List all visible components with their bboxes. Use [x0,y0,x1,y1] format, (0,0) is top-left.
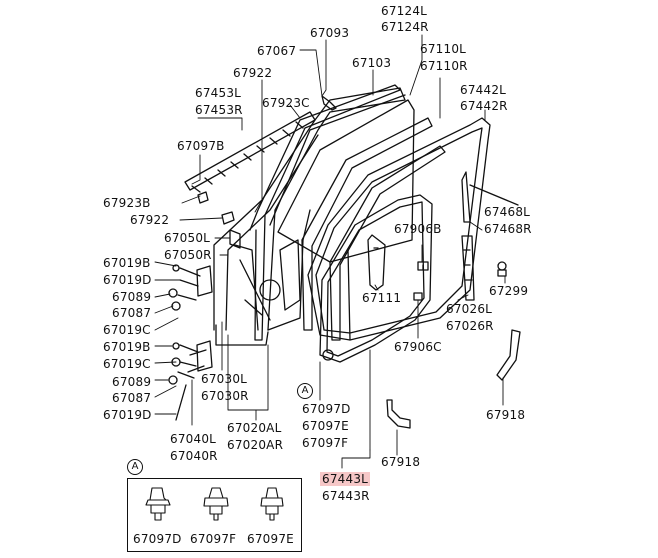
label-67124R: 67124R [381,20,429,34]
label-67019C-upper: 67019C [103,323,151,337]
label-67442R: 67442R [460,99,508,113]
label-67923B: 67923B [103,196,151,210]
label-67906B: 67906B [394,222,442,236]
label-67918-right: 67918 [486,408,526,422]
detail-label-67097D: 67097D [133,532,182,546]
belt-molding-drawing [184,111,316,193]
label-67026L: 67026L [446,302,493,316]
label-67019D-lower: 67019D [103,408,152,422]
label-67468R: 67468R [484,222,532,236]
label-67040R: 67040R [170,449,218,463]
label-67111: 67111 [362,291,402,305]
label-67020AR: 67020AR [227,438,284,452]
label-67020AL: 67020AL [227,421,282,435]
label-67923C: 67923C [262,96,310,110]
label-67453L: 67453L [195,86,242,100]
clip-67097E-drawing [260,487,284,521]
label-67468L: 67468L [484,205,531,219]
door-frame-drawing [213,87,406,346]
label-67087-lower: 67087 [112,391,152,405]
label-67918-lower: 67918 [381,455,421,469]
label-67097F: 67097F [302,436,349,450]
detail-label-67097E: 67097E [247,532,294,546]
label-67050R: 67050R [164,248,212,262]
bolt-67093-drawing [321,95,337,111]
lower-channel-drawing [367,234,386,291]
seal-strip-drawing [386,329,521,429]
hinge-drawings [168,191,241,421]
label-67906C: 67906C [394,340,442,354]
highlighted-part-67443L: 67443L [320,472,371,486]
detail-label-67097F: 67097F [190,532,237,546]
label-67097B: 67097B [177,139,225,153]
detail-marker-a: A [127,459,143,475]
label-67019C-lower: 67019C [103,357,151,371]
label-67922-upper: 67922 [233,66,273,80]
label-67019B-lower: 67019B [103,340,151,354]
label-67443L: 67443L [320,472,371,486]
weatherstrip-outer-drawing [307,117,491,341]
detail-inset [127,478,302,552]
weatherstrip-opening-drawing [319,194,433,363]
label-67089-upper: 67089 [112,290,152,304]
label-67019B-upper: 67019B [103,256,151,270]
label-67110L: 67110L [420,42,467,56]
clip-67097F-drawing [203,487,229,521]
label-67067: 67067 [257,44,297,58]
detail-clip-drawings [145,487,284,521]
label-67040L: 67040L [170,432,217,446]
pad-drawings [413,261,429,301]
label-67124L: 67124L [381,4,428,18]
division-channel-drawing [329,145,446,341]
label-67026R: 67026R [446,319,494,333]
label-67299: 67299 [489,284,529,298]
label-67453R: 67453R [195,103,243,117]
label-67030R: 67030R [201,389,249,403]
glass-run-drawing [249,84,406,341]
sash-drawing [301,117,433,331]
label-67019D-upper: 67019D [103,273,152,287]
bolt-67299-drawing [497,261,507,277]
label-67030L: 67030L [201,372,248,386]
label-67103: 67103 [352,56,392,70]
label-67097D: 67097D [302,402,351,416]
label-67442L: 67442L [460,83,507,97]
label-67443R: 67443R [322,489,370,503]
label-67110R: 67110R [420,59,468,73]
label-67050L: 67050L [164,231,211,245]
leader-lines [154,34,506,469]
label-67087-upper: 67087 [112,306,152,320]
clip-67097D-drawing [145,487,171,521]
label-67093: 67093 [310,26,350,40]
label-67089-lower: 67089 [112,375,152,389]
callout-marker-a: A [297,383,313,399]
label-67922-lower: 67922 [130,213,170,227]
bracket-drawing [461,235,475,301]
label-67097E: 67097E [302,419,349,433]
